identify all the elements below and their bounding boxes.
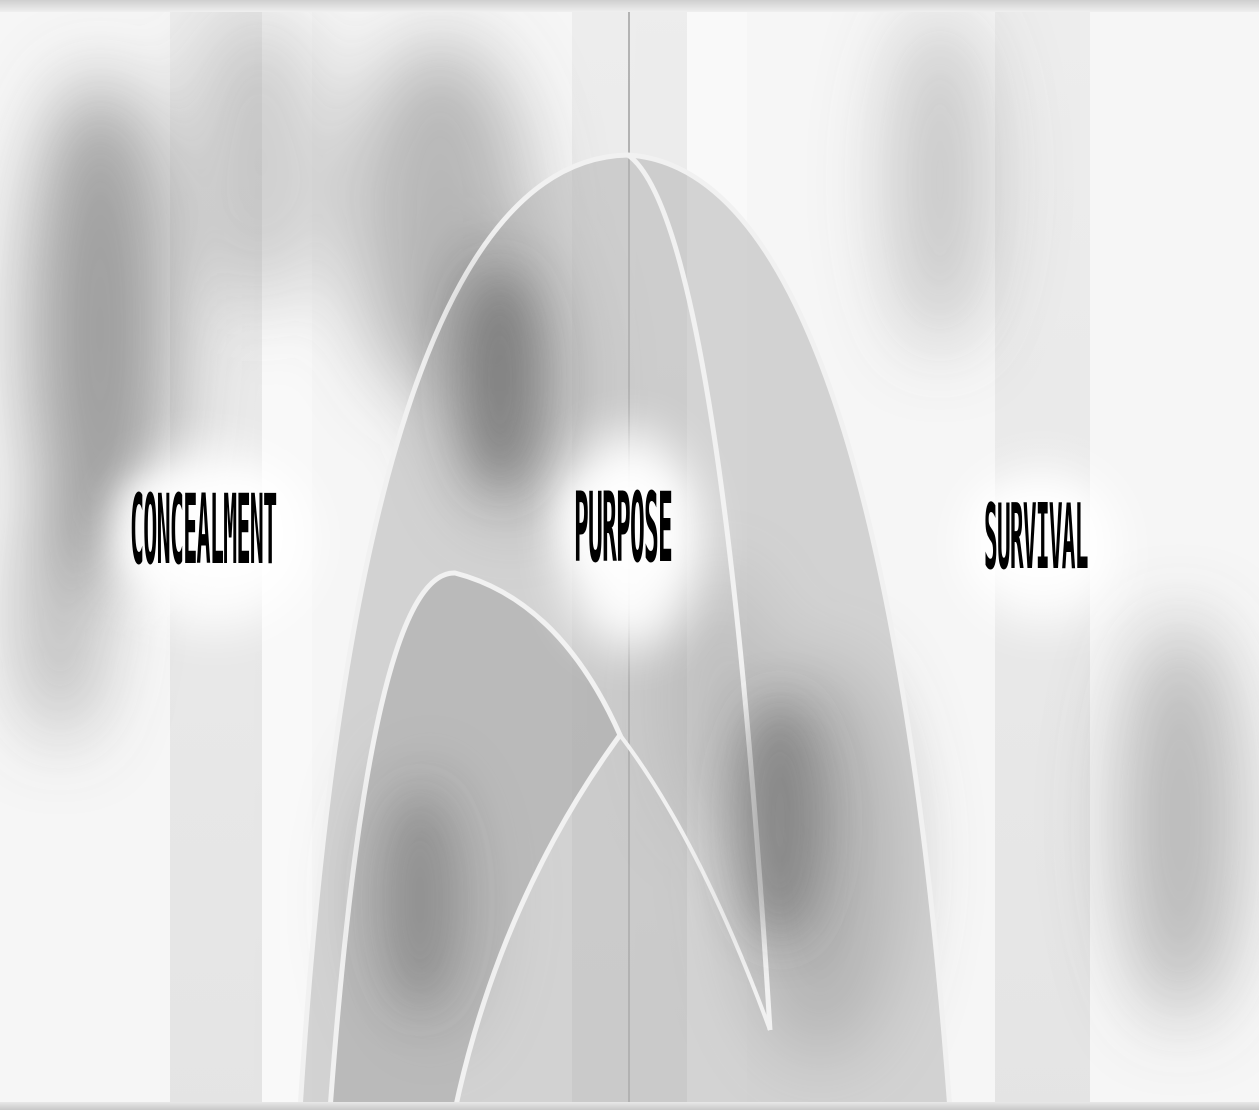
bottom-frame <box>0 1102 1259 1110</box>
label-survival: SURVIVAL <box>984 496 1088 586</box>
label-concealment: CONCEALMENT <box>130 486 263 582</box>
top-frame <box>0 0 1259 12</box>
label-purpose: PURPOSE <box>574 484 672 580</box>
